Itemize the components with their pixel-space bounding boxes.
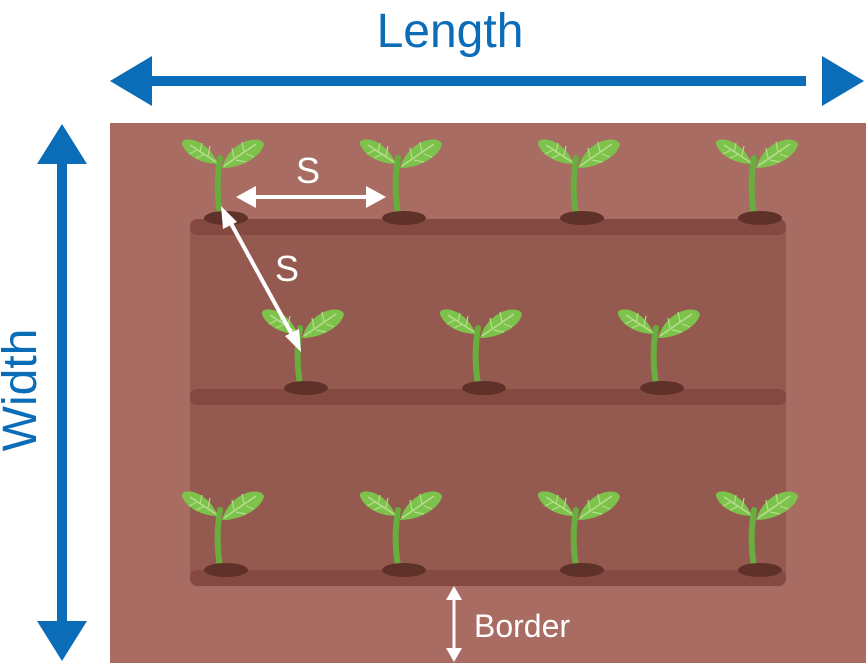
length-arrow	[110, 56, 864, 106]
border-label: Border	[474, 608, 570, 644]
length-label: Length	[377, 5, 524, 58]
width-label: Width	[0, 329, 47, 452]
bed-row-2	[190, 396, 786, 580]
width-arrow	[37, 124, 87, 661]
spacing-arrow-horizontal	[236, 186, 386, 208]
bed-ridge-1	[190, 219, 786, 235]
bed-ridge-3	[190, 570, 786, 586]
spacing-arrow-diagonal	[221, 206, 301, 352]
border-arrow	[446, 586, 462, 662]
spacing-label-diagonal: S	[275, 248, 299, 289]
bed-ridge-2	[190, 389, 786, 405]
spacing-label-horizontal: S	[296, 150, 320, 191]
